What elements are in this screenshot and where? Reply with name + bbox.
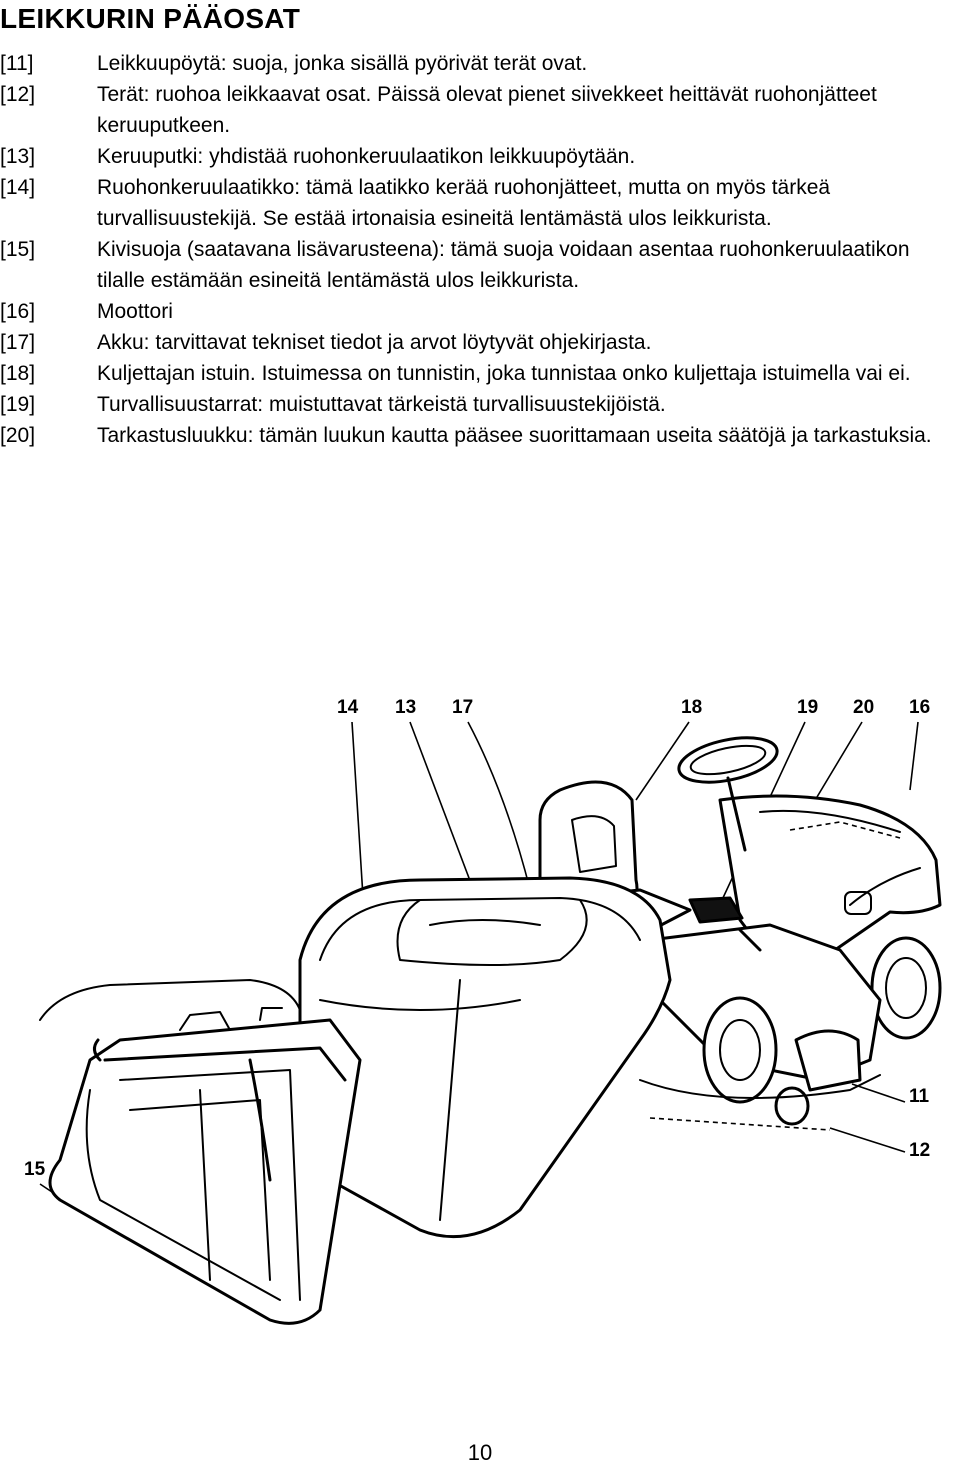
part-number: [16] <box>0 300 36 323</box>
part-number: [14] <box>0 176 36 199</box>
part-item: [19] Turvallisuustarrat: muistuttavat tä… <box>0 389 960 420</box>
tractor-illustration <box>39 736 942 1325</box>
part-number: [13] <box>0 145 36 168</box>
part-description: Ruohonkeruulaatikko: tämä laatikko kerää… <box>97 176 831 230</box>
part-description: Terät: ruohoa leikkaavat osat. Päissä ol… <box>97 83 877 137</box>
part-item: [14] Ruohonkeruulaatikko: tämä laatikko … <box>0 172 960 234</box>
callout-20: 20 <box>853 697 874 718</box>
part-description: Tarkastusluukku: tämän luukun kautta pää… <box>97 424 932 447</box>
callout-15: 15 <box>24 1159 46 1180</box>
part-item: [20] Tarkastusluukku: tämän luukun kautt… <box>0 420 960 451</box>
part-number: [19] <box>0 393 36 416</box>
page-number: 10 <box>467 1440 493 1465</box>
part-item: [17] Akku: tarvittavat tekniset tiedot j… <box>0 327 960 358</box>
part-number: [11] <box>0 52 34 75</box>
mower-parts-diagram: 14 13 17 18 19 20 16 11 12 15 <box>24 697 942 1325</box>
part-number: [12] <box>0 83 36 106</box>
part-item: [11] Leikkuupöytä: suoja, jonka sisällä … <box>0 48 960 79</box>
callout-11: 11 <box>909 1086 930 1107</box>
part-number: [15] <box>0 238 36 261</box>
part-number: [20] <box>0 424 36 447</box>
part-item: [16] Moottori <box>0 296 960 327</box>
part-description: Turvallisuustarrat: muistuttavat tärkeis… <box>97 393 666 416</box>
callout-18: 18 <box>681 697 702 718</box>
part-item: [15] Kivisuoja (saatavana lisävarusteena… <box>0 234 960 296</box>
part-item: [13] Keruuputki: yhdistää ruohonkeruulaa… <box>0 141 960 172</box>
callout-19: 19 <box>797 697 818 718</box>
part-item: [12] Terät: ruohoa leikkaavat osat. Päis… <box>0 79 960 141</box>
part-description: Akku: tarvittavat tekniset tiedot ja arv… <box>97 331 652 354</box>
part-description: Kivisuoja (saatavana lisävarusteena): tä… <box>97 238 910 292</box>
callout-14: 14 <box>337 697 359 718</box>
callout-17: 17 <box>452 697 473 718</box>
part-item: [18] Kuljettajan istuin. Istuimessa on t… <box>0 358 960 389</box>
page-heading: LEIKKURIN PÄÄOSAT <box>0 3 301 34</box>
part-number: [18] <box>0 362 36 385</box>
part-description: Kuljettajan istuin. Istuimessa on tunnis… <box>97 362 911 385</box>
part-number: [17] <box>0 331 36 354</box>
callout-13: 13 <box>395 697 416 718</box>
part-description: Moottori <box>97 300 173 323</box>
parts-list: [11] Leikkuupöytä: suoja, jonka sisällä … <box>0 48 960 451</box>
callout-16: 16 <box>909 697 930 718</box>
part-description: Keruuputki: yhdistää ruohonkeruulaatikon… <box>97 145 636 168</box>
part-description: Leikkuupöytä: suoja, jonka sisällä pyöri… <box>97 52 588 75</box>
callout-12: 12 <box>909 1140 930 1161</box>
